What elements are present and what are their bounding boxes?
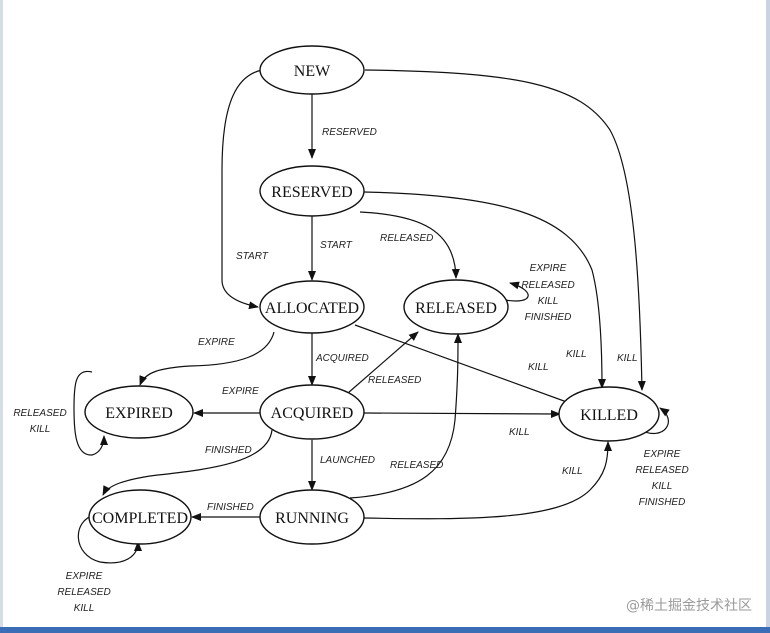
label-reserved-killed: KILL — [566, 349, 587, 360]
label-expired-self-1: RELEASED — [13, 408, 66, 419]
label-completed-self-3: KILL — [74, 603, 95, 614]
label-completed-self-2: RELEASED — [57, 587, 110, 598]
label-new-killed: KILL — [617, 353, 638, 364]
edge-running-released — [349, 333, 462, 499]
label-released-self-4: FINISHED — [525, 312, 572, 323]
state-running-label: RUNNING — [275, 510, 349, 527]
label-acquired-running: LAUNCHED — [320, 455, 375, 466]
bottom-bar — [0, 627, 770, 633]
label-new-allocated: START — [236, 251, 269, 262]
edge-acquired-killed — [363, 409, 561, 418]
state-new-label: NEW — [294, 63, 331, 80]
label-killed-self-2: RELEASED — [635, 465, 688, 476]
state-allocated-label: ALLOCATED — [265, 300, 359, 317]
edge-allocated-expired — [139, 331, 275, 386]
edge-reserved-killed — [363, 191, 606, 389]
edge-new-killed — [364, 69, 646, 391]
label-running-released: RELEASED — [390, 460, 443, 471]
state-completed-label: COMPLETED — [92, 510, 188, 527]
label-killed-self-3: KILL — [652, 481, 673, 492]
edge-allocated-killed — [354, 324, 576, 406]
edge-reserved-released — [359, 211, 460, 279]
state-completed — [88, 489, 192, 545]
label-allocated-expired: EXPIRE — [198, 337, 235, 348]
edge-acquired-completed — [102, 429, 273, 496]
label-running-completed: FINISHED — [207, 502, 254, 513]
edge-running-killed — [363, 441, 612, 520]
state-released — [403, 279, 509, 335]
label-acquired-released: RELEASED — [368, 375, 421, 386]
edge-acquired-released — [347, 331, 419, 394]
watermark: @稀土掘金技术社区 — [626, 598, 752, 614]
label-allocated-acquired: ACQUIRED — [315, 353, 369, 364]
state-released-label: RELEASED — [415, 300, 497, 317]
state-allocated — [259, 280, 365, 334]
left-frame-edge — [0, 0, 3, 633]
right-frame-edge — [766, 0, 770, 633]
state-running — [259, 489, 365, 545]
label-running-killed: KILL — [562, 466, 583, 477]
label-completed-self-1: EXPIRE — [66, 571, 103, 582]
state-reserved-label: RESERVED — [271, 184, 352, 201]
label-reserved-released: RELEASED — [380, 233, 433, 244]
edge-completed-self — [77, 514, 142, 564]
label-released-self-2: RELEASED — [521, 280, 574, 291]
label-allocated-killed: KILL — [528, 362, 549, 373]
label-killed-self-4: FINISHED — [639, 497, 686, 508]
label-reserved-allocated: START — [320, 240, 353, 251]
label-new-reserved: RESERVED — [322, 127, 377, 138]
state-expired — [84, 385, 194, 439]
state-expired-label: EXPIRED — [105, 405, 173, 422]
label-released-self-1: EXPIRE — [530, 263, 567, 274]
edge-new-allocated — [221, 69, 263, 310]
label-acquired-completed: FINISHED — [205, 445, 252, 456]
label-acquired-expired: EXPIRE — [222, 386, 259, 397]
label-expired-self-2: KILL — [30, 424, 51, 435]
state-killed — [558, 386, 660, 442]
label-killed-self-1: EXPIRE — [644, 449, 681, 460]
state-killed-label: KILLED — [580, 407, 638, 424]
edge-released-self — [504, 281, 529, 302]
label-acquired-killed: KILL — [509, 427, 530, 438]
state-acquired-label: ACQUIRED — [271, 405, 354, 422]
label-released-self-3: KILL — [538, 296, 559, 307]
state-acquired — [259, 384, 365, 440]
state-reserved — [259, 165, 365, 217]
state-new — [259, 45, 365, 95]
edge-expired-self — [73, 370, 108, 456]
